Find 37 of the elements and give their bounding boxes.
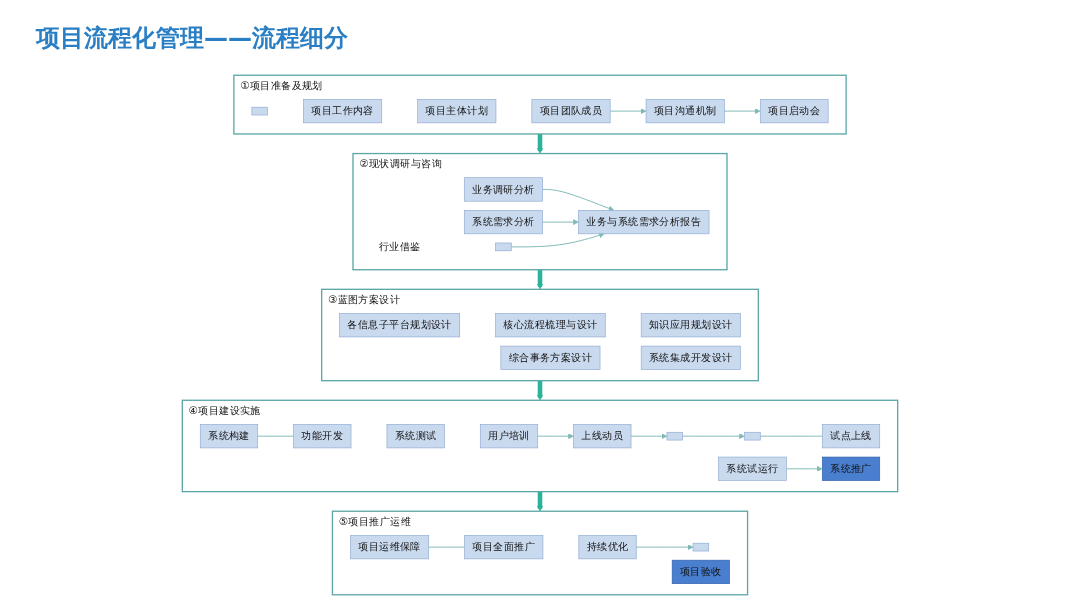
node-box: 系统需求分析: [463, 210, 543, 235]
node-box: 上线动员: [573, 424, 632, 449]
node-box: [744, 431, 761, 441]
node-box: 业务与系统需求分析报告: [578, 210, 710, 235]
connector: [759, 435, 823, 437]
node-box: 系统集成开发设计: [640, 345, 741, 370]
node-box: 系统推广: [821, 456, 881, 481]
connector: [257, 435, 295, 437]
node-box: [495, 242, 512, 252]
node-box: 持续优化: [578, 535, 637, 560]
node-box: 试点上线: [821, 424, 881, 449]
node-box: 知识应用规划设计: [640, 313, 741, 338]
node-text: 行业借鉴: [378, 240, 421, 253]
node-box: 项目全面推广: [464, 535, 544, 560]
node-box: 项目主体计划: [417, 99, 497, 124]
node-box: 核心流程梳理与设计: [495, 313, 606, 338]
node-box: [666, 431, 683, 441]
node-box: 项目团队成员: [531, 99, 611, 124]
node-box: 项目启动会: [759, 99, 829, 124]
node-box: 业务调研分析: [463, 177, 543, 202]
node-box: 综合事务方案设计: [500, 345, 601, 370]
node-box: 项目验收: [671, 559, 730, 584]
diagram-title: 项目流程化管理——流程细分: [36, 23, 348, 54]
connector: [428, 546, 466, 548]
node-box: 系统试运行: [718, 456, 787, 481]
node-box: 项目沟通机制: [645, 99, 725, 124]
node-box: [251, 106, 268, 116]
node-box: 项目运维保障: [350, 535, 430, 560]
node-box: 系统构建: [199, 424, 259, 449]
node-box: 各信息子平台规划设计: [339, 313, 461, 338]
node-box: [692, 542, 710, 552]
node-box: 功能开发: [293, 424, 352, 449]
node-box: 用户培训: [479, 424, 539, 449]
node-box: 项目工作内容: [303, 99, 383, 124]
arrow: [537, 380, 543, 401]
node-box: 系统测试: [386, 424, 445, 449]
arrow: [537, 491, 543, 512]
